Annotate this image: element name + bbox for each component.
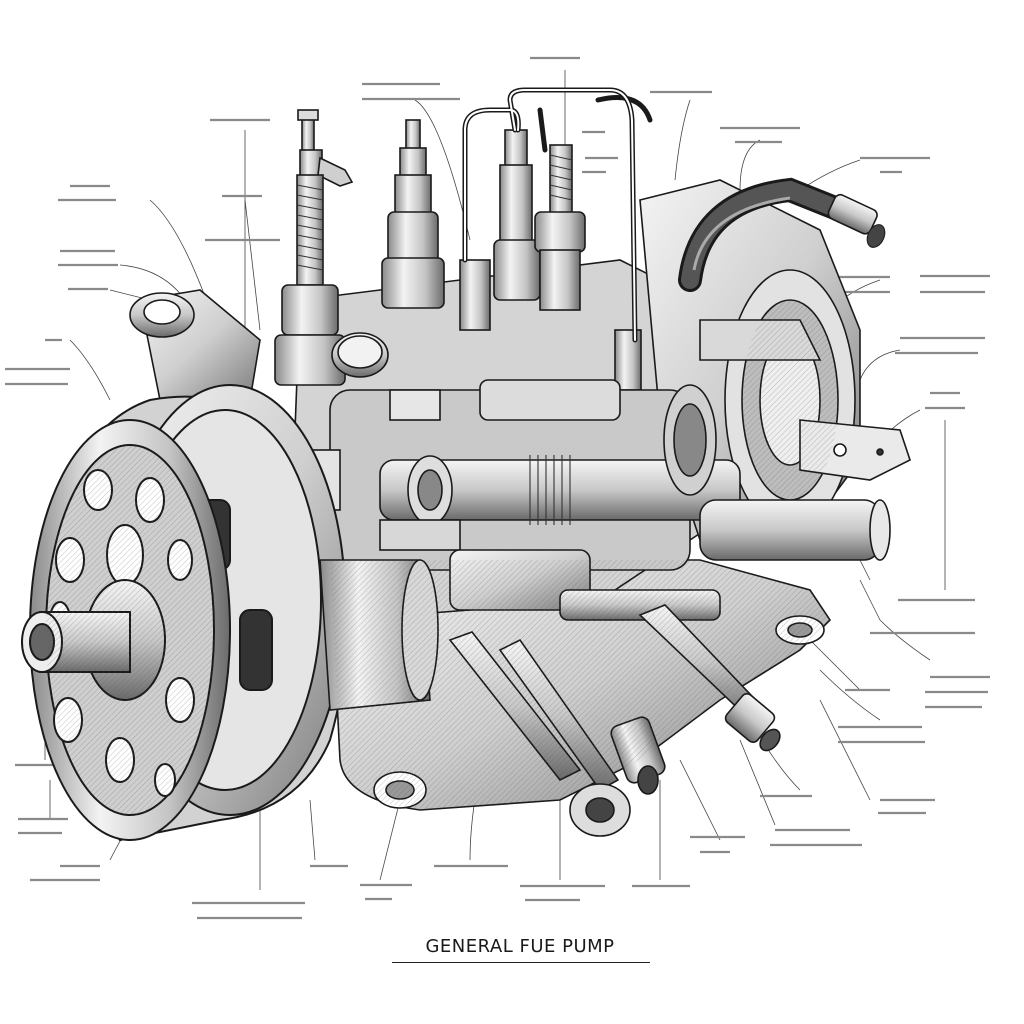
injector-towers bbox=[274, 109, 642, 391]
fuel-hose bbox=[678, 177, 886, 292]
diagram-caption: GENERAL FUE PUMP bbox=[0, 930, 1024, 980]
title-underline bbox=[392, 962, 650, 963]
diagram-title: GENERAL FUE PUMP bbox=[425, 936, 615, 957]
pressure-gauge bbox=[331, 332, 389, 378]
inlet-port bbox=[129, 289, 261, 401]
shading-hatch bbox=[46, 300, 838, 815]
callout-text-marks bbox=[5, 56, 990, 920]
